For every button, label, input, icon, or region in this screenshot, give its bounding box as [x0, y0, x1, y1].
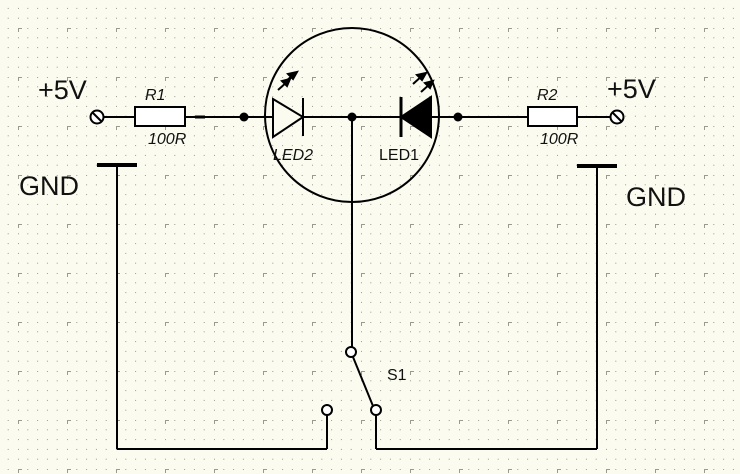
terminal-left[interactable]	[89, 109, 105, 125]
r2-value-label: 100R	[540, 131, 579, 148]
resistor-r2[interactable]	[527, 106, 578, 127]
led1-label: LED1	[379, 147, 419, 164]
r1-name-label: R1	[145, 87, 165, 104]
ground-label-right: GND	[626, 182, 686, 212]
supply-label-right: +5V	[607, 74, 656, 104]
junction-dot	[347, 112, 357, 122]
supply-label-left: +5V	[38, 75, 87, 105]
resistor-r1[interactable]	[134, 106, 186, 127]
junction-dot	[453, 112, 463, 122]
switch-s1[interactable]	[321, 346, 382, 416]
ground-label-left: GND	[19, 171, 79, 201]
light-arrows-led1	[412, 71, 435, 93]
led2-label: LED2	[273, 147, 313, 164]
switch-label: S1	[387, 367, 407, 384]
light-arrows-led2	[277, 70, 299, 91]
terminal-right[interactable]	[609, 109, 625, 125]
r1-value-label: 100R	[148, 131, 187, 148]
led1-symbol[interactable]	[399, 95, 432, 139]
r2-name-label: R2	[537, 87, 558, 104]
junction-dot	[239, 112, 249, 122]
led2-symbol[interactable]	[272, 97, 305, 139]
